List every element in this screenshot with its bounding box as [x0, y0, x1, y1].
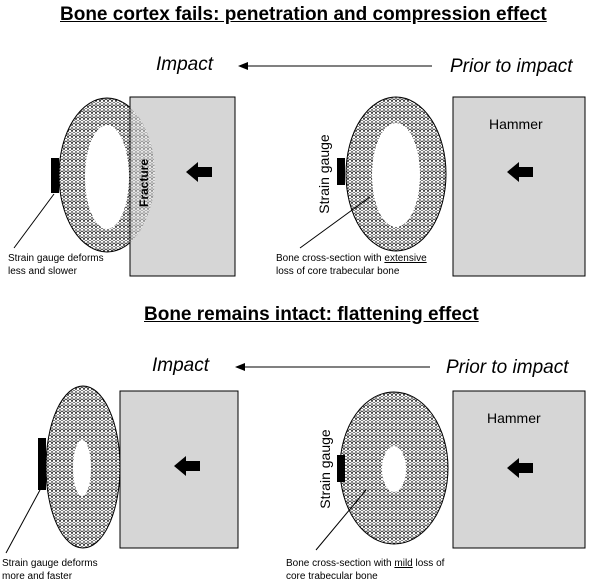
bone-cross-section-bottom-impact	[45, 385, 121, 549]
caption-top-right: Bone cross-section with extensive loss o…	[276, 253, 427, 277]
direction-arrow-bottom	[235, 363, 430, 371]
strain-gauge-label-top: Strain gauge	[316, 134, 332, 214]
strain-gauge-top-impact	[51, 158, 59, 193]
direction-arrow-top	[238, 62, 432, 70]
caption-top-left: Strain gauge deforms less and slower	[8, 253, 104, 277]
prior-to-impact-label-top: Prior to impact	[450, 56, 573, 77]
pointer-line-bottom-left	[5, 489, 41, 554]
fracture-label: Fracture	[137, 158, 151, 208]
caption-bottom-left: Strain gauge deforms more and faster	[2, 558, 98, 582]
prior-to-impact-label-bottom: Prior to impact	[446, 357, 569, 378]
pointer-line-top-left	[13, 193, 55, 249]
impact-label-top: Impact	[156, 54, 214, 75]
strain-gauge-label-bottom: Strain gauge	[317, 429, 333, 509]
caption-bottom-right: Bone cross-section with mild loss of cor…	[286, 558, 445, 582]
strain-gauge-bottom-impact	[38, 438, 46, 490]
impact-arrow-icon	[186, 162, 212, 182]
bone-cross-section-top-prior	[345, 96, 447, 252]
hammer-label-bottom: Hammer	[487, 410, 541, 426]
section-title-bottom: Bone remains intact: flattening effect	[144, 304, 479, 325]
pointer-line-top-right	[299, 196, 371, 249]
pointer-line-bottom-right	[315, 489, 367, 551]
strain-gauge-bottom-prior	[337, 455, 345, 482]
impact-label-bottom: Impact	[152, 355, 210, 376]
hammer-label-top: Hammer	[489, 116, 543, 132]
bone-cross-section-bottom-prior	[339, 391, 449, 545]
strain-gauge-top-prior	[337, 158, 345, 185]
impact-arrow-icon	[174, 456, 200, 476]
hammer-top-impact	[129, 96, 236, 277]
impact-arrow-icon	[507, 458, 533, 478]
section-title-top: Bone cortex fails: penetration and compr…	[60, 4, 547, 25]
hammer-top-prior	[452, 96, 586, 277]
impact-arrow-icon	[507, 162, 533, 182]
